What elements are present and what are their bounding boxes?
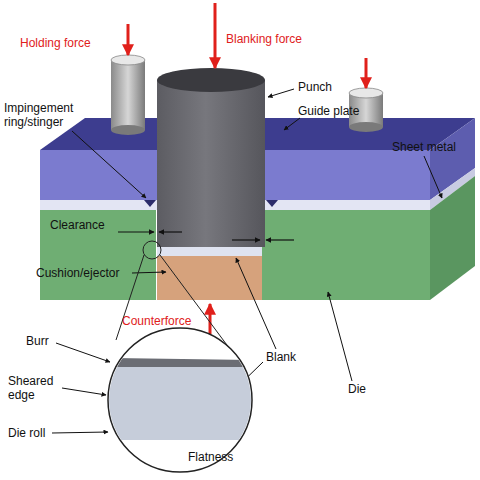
part-label: Die roll bbox=[8, 426, 45, 440]
impingement-ring bbox=[144, 200, 156, 207]
die-side bbox=[430, 176, 475, 300]
detail-marker bbox=[143, 241, 161, 259]
part-label: Flatness bbox=[188, 450, 233, 464]
force-arrow bbox=[127, 24, 130, 55]
force-arrow bbox=[365, 58, 368, 88]
part-label: Cushion/ejector bbox=[36, 266, 119, 280]
force-arrow bbox=[214, 3, 217, 68]
force-label: Blanking force bbox=[226, 32, 302, 46]
clearance-arrow bbox=[266, 239, 294, 240]
clearance-arrow bbox=[159, 231, 182, 232]
part-label: Sheared edge bbox=[8, 374, 62, 402]
die-right bbox=[262, 210, 430, 300]
part-label: Guide plate bbox=[298, 104, 359, 118]
cushion-ejector bbox=[157, 256, 262, 300]
detail-blank bbox=[107, 358, 260, 440]
part-label: Die bbox=[348, 382, 366, 396]
clearance-arrow bbox=[118, 231, 154, 232]
die-left bbox=[40, 210, 156, 300]
part-label: Clearance bbox=[50, 218, 105, 232]
part-label: Sheet metal bbox=[392, 140, 456, 154]
part-label: Blank bbox=[266, 350, 296, 364]
holding-pin-base bbox=[349, 122, 383, 132]
punch-top bbox=[157, 68, 265, 92]
impingement-ring bbox=[266, 200, 278, 207]
holding-pin-base bbox=[111, 125, 145, 135]
holding-pin bbox=[111, 60, 145, 130]
part-label: Impingement ring/stinger bbox=[4, 101, 116, 129]
part-label: Burr bbox=[26, 334, 49, 348]
punch bbox=[157, 80, 265, 247]
blank bbox=[157, 247, 262, 256]
force-label: Holding force bbox=[20, 36, 91, 50]
clearance-arrow bbox=[232, 239, 260, 240]
holding-pin-top bbox=[349, 88, 383, 98]
force-arrow bbox=[209, 304, 212, 334]
holding-pin-top bbox=[111, 55, 145, 65]
force-label: Counterforce bbox=[122, 314, 191, 328]
part-label: Punch bbox=[298, 80, 332, 94]
